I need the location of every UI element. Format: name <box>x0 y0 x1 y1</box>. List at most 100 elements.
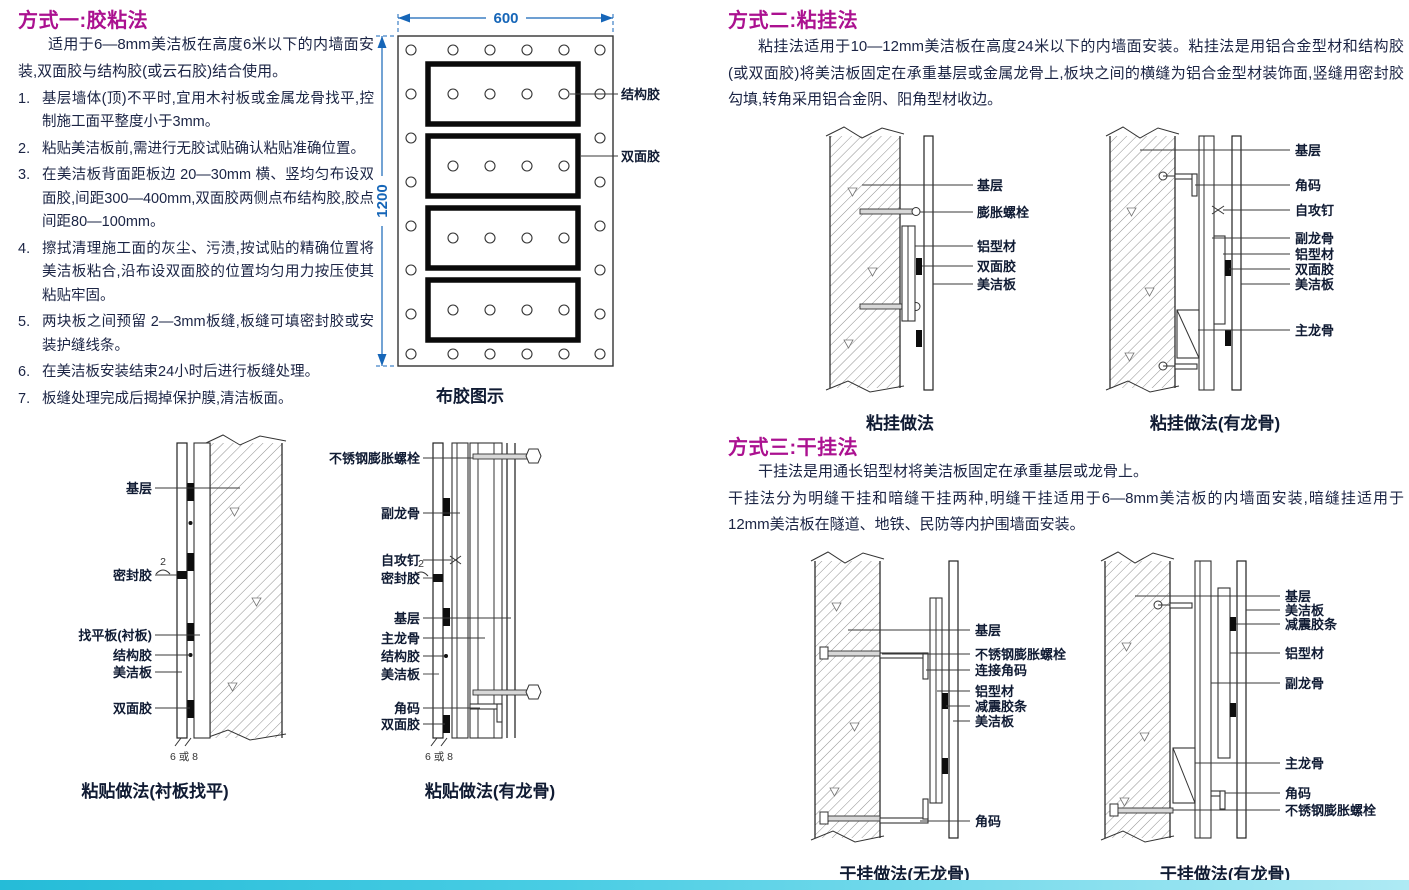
sub-keel <box>451 442 469 739</box>
label-sub-keel: 副龙骨 <box>1285 676 1324 691</box>
ss-expansion-bolt <box>1109 803 1174 817</box>
label-gap-note: 2 <box>160 556 166 568</box>
step-item-6: 6.在美洁板安装结束24小时后进行板缝处理。 <box>18 361 374 384</box>
tick-mark <box>440 737 448 747</box>
angle-bracket <box>879 798 929 824</box>
label-base-layer: 基层 <box>125 481 152 496</box>
method3-title: 方式三:干挂法 <box>728 437 859 459</box>
ss-expansion-bolt <box>472 448 542 700</box>
angle-bracket <box>1158 171 1198 371</box>
step-number: 6. <box>18 364 31 381</box>
damping-strip <box>1230 617 1236 631</box>
wall-section <box>825 126 905 393</box>
width-dimension-label: 600 <box>493 10 518 27</box>
label-sub-keel: 副龙骨 <box>1295 231 1334 246</box>
diagram-paste-keel: 2 不锈钢膨胀螺栓 副龙骨 自攻钉 密封胶 基层 <box>329 442 542 763</box>
label-aluminum-profile: 铝型材 <box>977 239 1016 254</box>
height-dimension-label: 1200 <box>374 184 391 217</box>
sub-keel <box>1194 560 1212 839</box>
label-connecting-bracket: 连接角码 <box>975 663 1027 678</box>
damping-strip <box>1230 703 1236 717</box>
main-keel <box>469 442 503 739</box>
label-panel: 美洁板 <box>113 665 153 680</box>
label-leveling-board: 找平板(衬板) <box>78 628 152 643</box>
step-number: 5. <box>18 314 31 331</box>
dimension-arrow <box>377 36 387 48</box>
tape-pad <box>187 553 194 571</box>
label-ss-expansion-bolt: 不锈钢膨胀螺栓 <box>329 451 420 466</box>
step-text: 基层墙体(顶)不平时,宜用木衬板或金属龙骨找平,控制施工面平整度小于3mm。 <box>42 91 374 131</box>
tape-pad <box>187 623 194 641</box>
wall-section <box>1105 126 1180 393</box>
label-base-layer: 基层 <box>1294 143 1321 158</box>
label-main-keel: 主龙骨 <box>381 631 420 646</box>
tick-mark <box>430 737 438 747</box>
method2-title: 方式二:粘挂法 <box>728 10 859 32</box>
diagram-b-caption: 粘挂做法(有龙骨) <box>1149 414 1281 433</box>
label-aluminum-profile: 铝型材 <box>1285 646 1324 661</box>
label-main-keel: 主龙骨 <box>1295 323 1334 338</box>
dimension-arrow <box>377 354 387 366</box>
leveling-board <box>193 442 211 739</box>
wall-section <box>205 434 287 741</box>
label-panel: 美洁板 <box>381 667 421 682</box>
tape-strips <box>425 61 581 343</box>
diagram-c-caption: 干挂做法(无龙骨) <box>839 865 970 884</box>
label-angle-bracket: 角码 <box>394 701 420 716</box>
diagram-adhesive-hang-keel: 基层 角码 自攻钉 副龙骨 铝型材 双面胶 美洁板 主龙骨 <box>1105 126 1335 393</box>
label-panel: 美洁板 <box>1295 277 1335 292</box>
tick-mark <box>184 737 192 747</box>
label-damping-strip: 减震胶条 <box>975 699 1028 714</box>
dim-label-bg <box>373 176 391 226</box>
panel-strip <box>176 442 188 739</box>
diagram-adhesive-hang-basic: 基层 膨胀螺栓 铝型材 双面胶 美洁板 <box>825 126 1029 393</box>
label-angle-bracket: 角码 <box>975 814 1001 829</box>
label-panel: 美洁板 <box>975 714 1015 729</box>
label-double-tape: 双面胶 <box>977 259 1016 274</box>
step-text: 板缝处理完成后揭掉保护膜,清洁板面。 <box>42 390 293 407</box>
step-number: 4. <box>18 240 31 257</box>
label-angle-bracket: 角码 <box>1295 178 1321 193</box>
label-expansion-bolt: 膨胀螺栓 <box>976 205 1029 220</box>
step-number: 2. <box>18 140 31 157</box>
method3-body2: 干挂法分为明缝干挂和暗缝干挂两种,明缝干挂适用于6—8mm美洁板的内墙面安装,暗… <box>728 489 1404 534</box>
tape-pad <box>443 498 450 516</box>
method3-body1: 干挂法是用通长铝型材将美洁板固定在承重基层或龙骨上。 <box>758 463 1149 480</box>
sub-keel <box>1198 135 1215 391</box>
label-self-tapping-screw: 自攻钉 <box>381 553 420 568</box>
label-double-tape: 双面胶 <box>621 149 660 164</box>
label-sealant: 密封胶 <box>380 571 420 586</box>
diagram-f-caption: 粘贴做法(有龙骨) <box>424 782 556 801</box>
adhesive-dot <box>188 653 193 657</box>
tape-pad <box>1225 330 1231 346</box>
diagram-d-caption: 干挂做法(有龙骨) <box>1159 865 1291 884</box>
panel-strip <box>432 442 444 739</box>
label-self-tapping-screw: 自攻钉 <box>1295 203 1334 218</box>
wall-section <box>1100 551 1175 843</box>
label-aluminum-profile: 铝型材 <box>975 684 1014 699</box>
glue-diagram-caption: 布胶图示 <box>436 387 504 406</box>
label-ss-expansion-bolt: 不锈钢膨胀螺栓 <box>975 647 1066 662</box>
method1-title: 方式一:胶粘法 <box>18 10 149 32</box>
tape-pad <box>443 608 450 626</box>
label-angle-bracket: 角码 <box>1285 786 1311 801</box>
label-double-tape: 双面胶 <box>1295 262 1334 277</box>
tape-pad <box>916 330 922 347</box>
tape-pad <box>1225 260 1231 276</box>
diagram-a-caption: 粘挂做法 <box>866 414 934 433</box>
damping-strip <box>942 693 948 709</box>
step-text: 在美洁板背面距板边 20—30mm 横、竖均匀布设双面胶,间距300—400mm… <box>42 167 374 231</box>
tape-pad <box>187 700 194 718</box>
method1-intro: 适用于6—8mm美洁板在高度6米以下的内墙面安装,双面胶与结构胶(或云石胶)结合… <box>18 36 374 80</box>
step-item-1: 1. 基层墙体(顶)不平时,宜用木衬板或金属龙骨找平,控制施工面平整度小于3mm。 <box>18 88 374 135</box>
step-number: 1. <box>18 91 31 107</box>
sealant-joint <box>177 571 187 579</box>
step-item-5: 5.两块板之间预留 2—3mm板缝,板缝可填密封胶或安装护缝线条。 <box>18 311 374 358</box>
tick-mark <box>174 737 182 747</box>
step-text: 擦拭清理施工面的灰尘、污渍,按试贴的精确位置将美洁板粘合,沿布设双面胶的位置均匀… <box>42 240 374 304</box>
method3-body: 干挂法是用通长铝型材将美洁板固定在承重基层或龙骨上。 干挂法分为明缝干挂和暗缝干… <box>728 459 1404 539</box>
diagram-e-caption: 粘贴做法(衬板找平) <box>81 782 229 801</box>
tape-pad <box>187 483 194 501</box>
aluminum-profile <box>1213 235 1226 325</box>
